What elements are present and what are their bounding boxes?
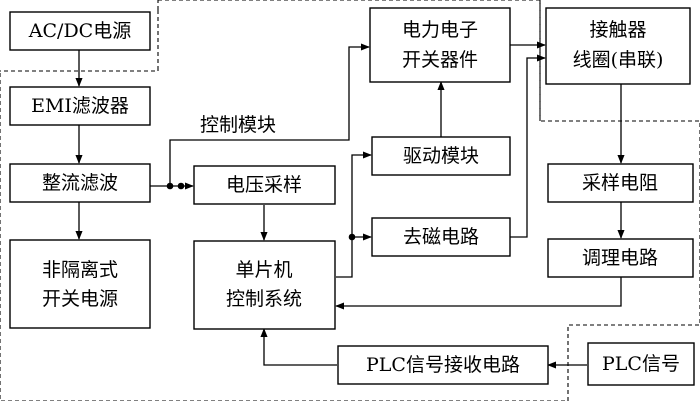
mcu-control-system-block: 单片机 控制系统 bbox=[193, 240, 336, 330]
ac-dc-power-block: AC/DC电源 bbox=[9, 11, 151, 51]
svg-text:整流滤波: 整流滤波 bbox=[42, 172, 118, 194]
contactor-coil-block: 接触器 线圈(串联) bbox=[545, 7, 691, 85]
svg-text:电压采样: 电压采样 bbox=[226, 174, 302, 196]
demagnetization-circuit-block: 去磁电路 bbox=[371, 217, 511, 257]
conditioning-circuit-block: 调理电路 bbox=[547, 238, 694, 278]
svg-text:去磁电路: 去磁电路 bbox=[403, 226, 479, 248]
rectifier-filter-block: 整流滤波 bbox=[9, 163, 151, 203]
sampling-resistor-block: 采样电阻 bbox=[547, 163, 694, 203]
power-electronic-switch-block: 电力电子 开关器件 bbox=[369, 7, 511, 83]
svg-text:AC/DC电源: AC/DC电源 bbox=[28, 20, 131, 42]
emi-filter-block: EMI滤波器 bbox=[9, 86, 151, 126]
drive-module-block: 驱动模块 bbox=[371, 136, 511, 176]
svg-text:电力电子: 电力电子 bbox=[402, 19, 478, 41]
svg-text:调理电路: 调理电路 bbox=[582, 247, 658, 269]
svg-text:接触器: 接触器 bbox=[589, 19, 646, 41]
svg-text:采样电阻: 采样电阻 bbox=[582, 172, 658, 194]
svg-text:PLC信号接收电路: PLC信号接收电路 bbox=[366, 354, 520, 376]
svg-text:单片机: 单片机 bbox=[235, 259, 292, 281]
connections bbox=[75, 41, 625, 369]
svg-text:PLC信号: PLC信号 bbox=[602, 353, 680, 375]
svg-text:控制系统: 控制系统 bbox=[226, 288, 302, 310]
svg-text:非隔离式: 非隔离式 bbox=[42, 259, 118, 281]
svg-text:开关器件: 开关器件 bbox=[402, 49, 478, 71]
control-module-label: 控制模块 bbox=[200, 114, 276, 136]
svg-text:EMI滤波器: EMI滤波器 bbox=[31, 95, 129, 117]
svg-text:驱动模块: 驱动模块 bbox=[403, 145, 479, 167]
plc-signal-block: PLC信号 bbox=[587, 342, 695, 386]
plc-receiver-circuit-block: PLC信号接收电路 bbox=[337, 345, 549, 385]
svg-text:线圈(串联): 线圈(串联) bbox=[573, 49, 664, 71]
voltage-sampling-block: 电压采样 bbox=[193, 165, 336, 205]
nonisolated-switching-power-block: 非隔离式 开关电源 bbox=[9, 239, 151, 329]
svg-text:开关电源: 开关电源 bbox=[42, 288, 118, 310]
